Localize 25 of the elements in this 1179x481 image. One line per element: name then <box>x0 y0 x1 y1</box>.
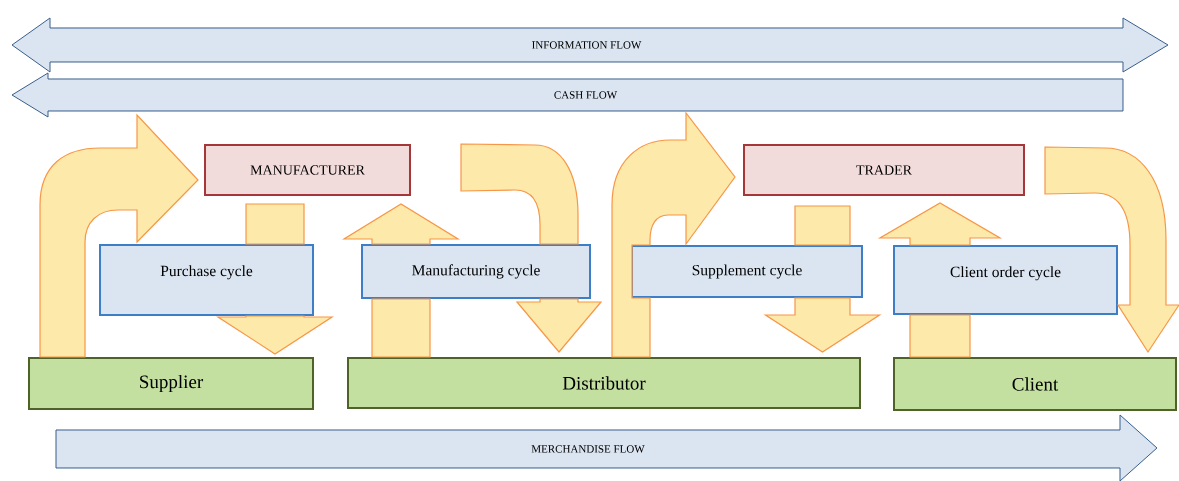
block-arrow <box>909 314 971 358</box>
party-box: Supplier <box>28 357 314 410</box>
block-arrow <box>245 203 305 245</box>
party-box: Client <box>893 357 1177 411</box>
block-arrow <box>763 297 882 353</box>
flow-band: INFORMATION FLOW <box>11 17 1169 73</box>
block-arrow <box>1044 146 1179 353</box>
block-arrow <box>794 205 851 246</box>
block-arrow <box>39 114 199 358</box>
block-arrow <box>371 298 431 358</box>
cycle-box: Supplement cycle <box>631 245 863 298</box>
cycle-box: Manufacturing cycle <box>361 244 591 299</box>
flow-band: MERCHANDISE FLOW <box>55 414 1158 481</box>
block-arrow <box>341 203 461 245</box>
role-box: MANUFACTURER <box>204 144 411 196</box>
block-arrow <box>611 112 736 358</box>
cycle-box: Client order cycle <box>893 245 1118 315</box>
flow-band: CASH FLOW <box>11 72 1124 118</box>
block-arrow <box>460 143 579 245</box>
cycle-box: Purchase cycle <box>99 244 314 316</box>
block-arrow <box>515 298 603 353</box>
role-box: TRADER <box>743 144 1025 196</box>
block-arrow <box>216 315 335 355</box>
block-arrow <box>877 202 1003 246</box>
party-box: Distributor <box>347 357 861 409</box>
